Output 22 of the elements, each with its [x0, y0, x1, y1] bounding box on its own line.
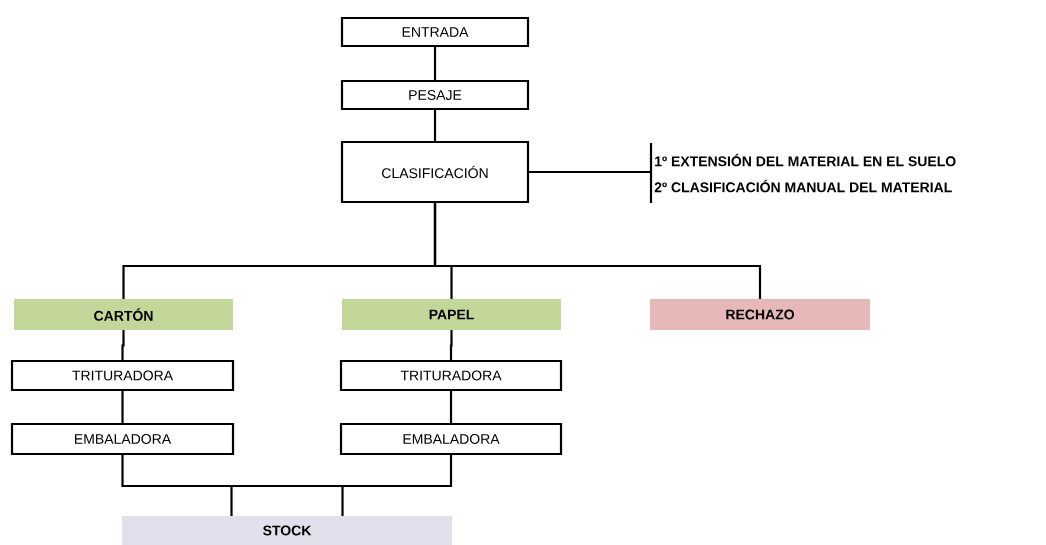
connector-line [528, 170, 650, 174]
category-box: CARTÓN [14, 299, 233, 330]
connector-line [449, 390, 453, 424]
process-box: TRITURADORA [339, 359, 563, 392]
connector-line [433, 46, 437, 81]
connector-line [121, 454, 344, 516]
process-box: ENTRADA [340, 16, 530, 48]
note-list: 1º EXTENSIÓN DEL MATERIAL EN EL SUELO 2º CLASIFICACIÓN MANUAL DEL MATERIAL [649, 143, 956, 203]
category-box: PAPEL [342, 299, 561, 330]
connector-line [230, 454, 453, 516]
stock-box: STOCK [122, 516, 452, 545]
category-box: RECHAZO [650, 299, 870, 330]
connector-line [121, 330, 125, 361]
process-box: CLASIFICACIÓN [340, 140, 530, 204]
connector-line [121, 390, 124, 424]
process-box: PESAJE [340, 79, 530, 111]
process-box: EMBALADORA [10, 422, 235, 456]
connector-line [449, 330, 453, 361]
process-box: TRITURADORA [10, 359, 235, 392]
connector-line [433, 202, 762, 299]
connector-line [433, 109, 437, 142]
process-box: EMBALADORA [339, 422, 563, 456]
